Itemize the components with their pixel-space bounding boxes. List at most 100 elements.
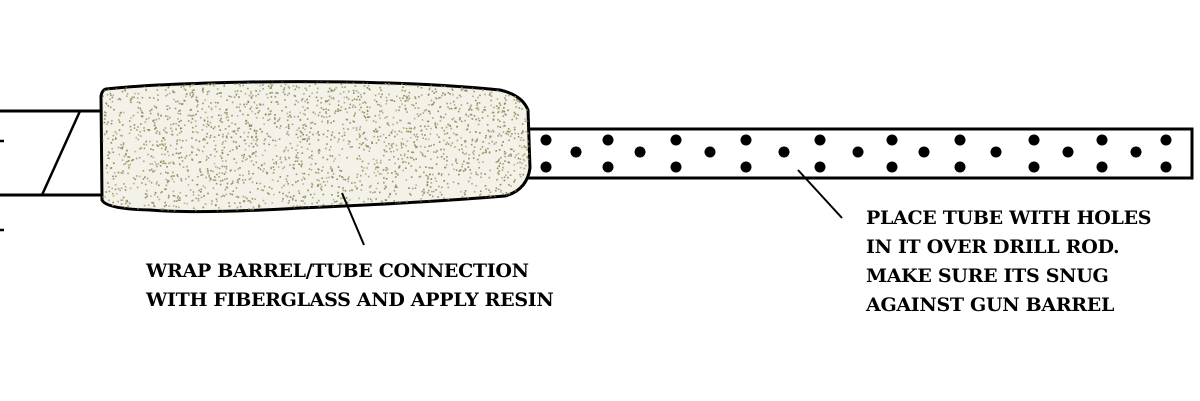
tube-hole (634, 146, 646, 158)
fiberglass-speck (137, 138, 140, 141)
fiberglass-speck (366, 106, 368, 108)
tube-leader-line (797, 169, 843, 219)
fiberglass-speck (314, 123, 316, 125)
fiberglass-speck (380, 200, 383, 203)
fiberglass-speck (501, 169, 504, 171)
fiberglass-speck (129, 125, 132, 128)
fiberglass-speck (461, 120, 463, 123)
fiberglass-speck (291, 123, 294, 126)
fiberglass-speck (456, 133, 458, 136)
fiberglass-speck (145, 193, 148, 195)
fiberglass-speck (404, 153, 406, 155)
fiberglass-speck (302, 133, 304, 136)
fiberglass-speck (332, 173, 335, 175)
fiberglass-speck (404, 107, 407, 110)
fiberglass-speck (505, 192, 508, 194)
fiberglass-speck (492, 129, 494, 132)
fiberglass-speck (476, 139, 478, 142)
fiberglass-speck (367, 116, 369, 118)
fiberglass-speck (179, 152, 182, 154)
fiberglass-speck (340, 170, 343, 172)
fiberglass-speck (379, 159, 382, 162)
fiberglass-speck (137, 126, 139, 128)
fiberglass-speck (485, 135, 487, 137)
tube-hole (1028, 134, 1040, 146)
fiberglass-speck (445, 164, 448, 166)
fiberglass-speck (526, 109, 528, 111)
fiberglass-speck (121, 147, 123, 150)
fiberglass-speck (455, 107, 457, 109)
fiberglass-speck (468, 154, 470, 156)
fiberglass-speck (273, 162, 275, 165)
fiberglass-speck (152, 202, 155, 205)
fiberglass-speck (142, 178, 145, 180)
fiberglass-speck (498, 159, 500, 162)
fiberglass-speck (206, 142, 209, 144)
fiberglass-speck (185, 155, 188, 157)
fiberglass-speck (505, 99, 507, 101)
fiberglass-speck (423, 192, 425, 195)
fiberglass-speck (475, 171, 477, 174)
fiberglass-speck (347, 90, 350, 93)
fiberglass-speck (206, 123, 209, 125)
fiberglass-speck (219, 180, 222, 182)
fiberglass-speck (179, 109, 181, 112)
fiberglass-speck (132, 177, 135, 179)
fiberglass-speck (102, 196, 104, 198)
fiberglass-speck (346, 118, 349, 121)
fiberglass-speck (451, 88, 453, 91)
fiberglass-speck (322, 156, 324, 159)
fiberglass-speck (281, 200, 284, 202)
fiberglass-speck (392, 83, 395, 86)
fiberglass-speck (235, 195, 238, 198)
fiberglass-speck (192, 191, 195, 193)
fiberglass-speck (206, 170, 209, 172)
fiberglass-speck (162, 144, 165, 147)
fiberglass-speck (192, 114, 195, 117)
fiberglass-speck (167, 179, 169, 182)
fiberglass-speck (225, 116, 228, 119)
fiberglass-speck (223, 84, 226, 86)
fiberglass-speck (179, 127, 182, 130)
fiberglass-speck (521, 146, 523, 149)
fiberglass-speck (166, 108, 169, 111)
fiberglass-speck (244, 159, 247, 161)
fiberglass-speck (153, 122, 156, 124)
fiberglass-speck (206, 116, 209, 119)
fiberglass-speck (498, 133, 501, 135)
fiberglass-speck (521, 123, 524, 125)
fiberglass-speck (235, 161, 238, 164)
fiberglass-speck (488, 194, 490, 197)
fiberglass-speck (311, 186, 313, 188)
fiberglass-speck (516, 162, 519, 164)
fiberglass-speck (372, 191, 374, 194)
fiberglass-speck (204, 186, 206, 189)
fiberglass-speck (132, 159, 134, 161)
fiberglass-speck (197, 132, 199, 134)
fiberglass-speck (110, 94, 112, 96)
fiberglass-speck (192, 146, 194, 149)
fiberglass-speck (206, 155, 208, 158)
fiberglass-speck (226, 108, 228, 111)
fiberglass-speck (156, 140, 158, 143)
fiberglass-speck (142, 115, 144, 117)
fiberglass-speck (503, 176, 506, 178)
fiberglass-speck (342, 187, 344, 189)
fiberglass-speck (195, 131, 198, 133)
fiberglass-speck (318, 111, 321, 114)
fiberglass-speck (306, 148, 309, 150)
fiberglass-speck (300, 164, 302, 166)
fiberglass-speck (197, 194, 200, 197)
fiberglass-speck (432, 173, 434, 176)
fiberglass-speck (528, 144, 530, 147)
fiberglass-speck (197, 176, 199, 178)
fiberglass-speck (428, 145, 430, 147)
fiberglass-speck (427, 175, 429, 178)
fiberglass-speck (484, 93, 486, 96)
fiberglass-speck (377, 170, 379, 173)
fiberglass-speck (154, 193, 156, 196)
fiberglass-speck (288, 87, 291, 89)
fiberglass-speck (175, 152, 178, 155)
fiberglass-speck (136, 175, 138, 177)
fiberglass-speck (488, 189, 490, 191)
